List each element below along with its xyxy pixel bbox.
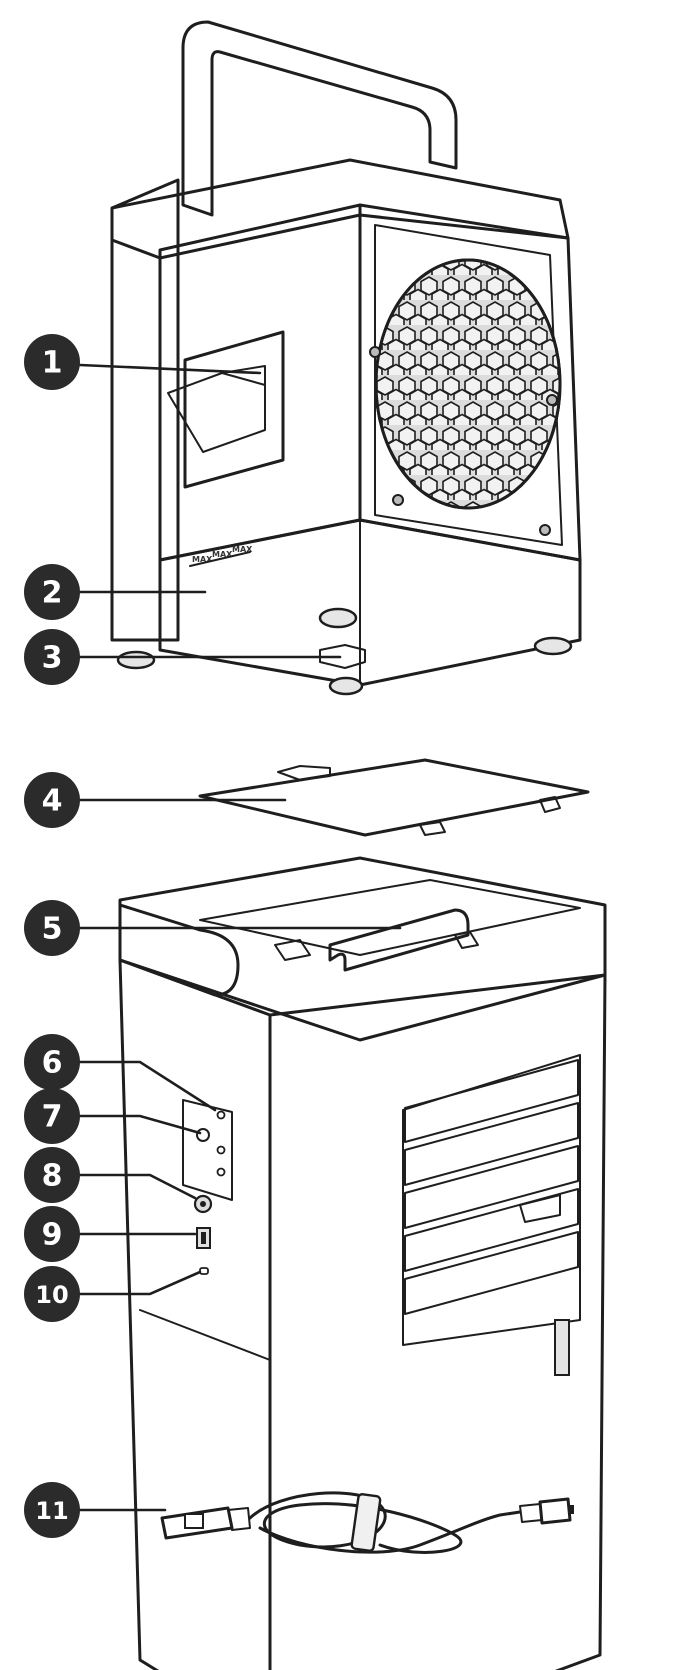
control-button bbox=[196, 1128, 210, 1142]
callout-badge: 8 bbox=[24, 1147, 80, 1203]
max-mark: MAX bbox=[192, 555, 213, 564]
callout-number: 3 bbox=[42, 641, 63, 676]
callout-number: 9 bbox=[42, 1218, 63, 1253]
callout-number: 4 bbox=[42, 784, 63, 819]
callout-number: 7 bbox=[42, 1100, 63, 1135]
indicator-light bbox=[216, 1167, 226, 1177]
callout-badge: 7 bbox=[24, 1088, 80, 1144]
foot bbox=[116, 650, 156, 670]
device-front-view bbox=[118, 856, 607, 1670]
screw-icon bbox=[546, 394, 558, 406]
device-front-face bbox=[268, 973, 607, 1670]
callout-badge: 4 bbox=[24, 772, 80, 828]
callout-number: 1 bbox=[42, 346, 63, 381]
foot bbox=[533, 636, 573, 656]
callout-number: 11 bbox=[35, 1497, 68, 1525]
usb-cable-icon bbox=[160, 1491, 574, 1554]
device-side-face bbox=[118, 958, 272, 1670]
indicator-light bbox=[216, 1145, 226, 1155]
device-front-face bbox=[158, 203, 362, 562]
fan-grille-icon bbox=[374, 258, 562, 510]
screw-icon bbox=[369, 346, 381, 358]
callout-badge: 3 bbox=[24, 629, 80, 685]
small-port-icon bbox=[199, 1267, 209, 1275]
callout-number: 5 bbox=[42, 912, 63, 947]
max-mark: MAX bbox=[212, 550, 233, 559]
air-louver-icon bbox=[402, 1054, 581, 1346]
callout-badge: 5 bbox=[24, 900, 80, 956]
handle-top bbox=[181, 20, 458, 217]
indicator-light bbox=[216, 1110, 226, 1120]
callout-badge: 9 bbox=[24, 1206, 80, 1262]
callout-badge: 10 bbox=[24, 1266, 80, 1322]
device-rear-view: MAX MAX MAX bbox=[110, 20, 582, 696]
callout-number: 6 bbox=[42, 1046, 63, 1081]
top-lid-illustration bbox=[198, 758, 590, 837]
foot bbox=[318, 607, 358, 629]
foot bbox=[328, 676, 364, 696]
water-tank-base bbox=[158, 518, 582, 687]
callout-badge: 11 bbox=[24, 1482, 80, 1538]
callout-badge: 6 bbox=[24, 1034, 80, 1090]
water-tank-window bbox=[183, 330, 285, 489]
callout-badge: 2 bbox=[24, 564, 80, 620]
callout-number: 8 bbox=[42, 1159, 63, 1194]
callout-number: 2 bbox=[42, 576, 63, 611]
screw-icon bbox=[392, 494, 404, 506]
callout-badge: 1 bbox=[24, 334, 80, 390]
screw-icon bbox=[539, 524, 551, 536]
callout-leaders bbox=[78, 363, 402, 1512]
callout-number: 10 bbox=[35, 1281, 68, 1309]
max-mark: MAX bbox=[232, 545, 253, 554]
handle-recessed bbox=[328, 908, 470, 972]
control-panel bbox=[182, 1099, 233, 1201]
foot bbox=[319, 644, 366, 669]
